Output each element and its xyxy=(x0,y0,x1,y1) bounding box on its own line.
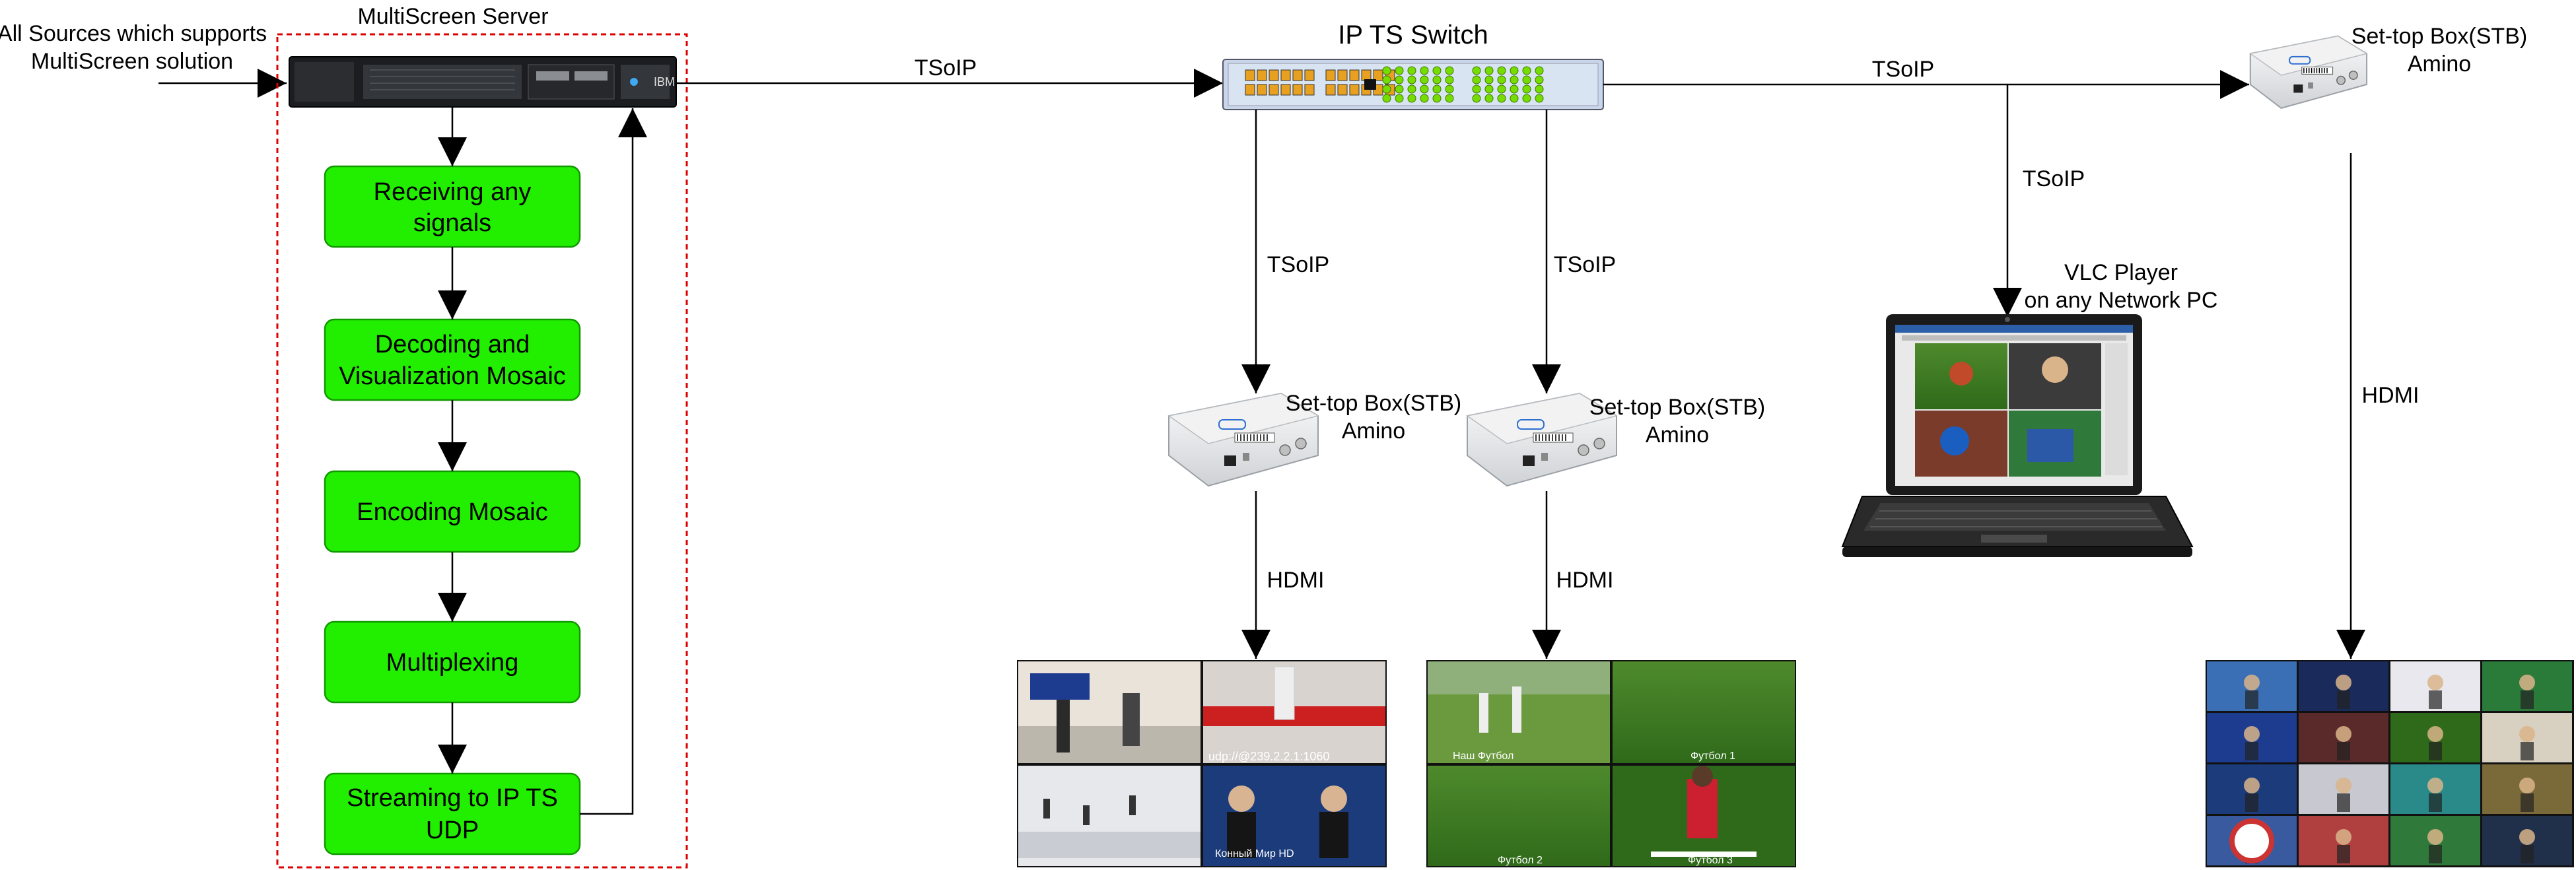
tv1-stream-caption: udp://@239.2.2.1:1060 xyxy=(1208,750,1329,763)
source-label-line1: All Sources which supports xyxy=(0,21,267,46)
stb1-label-line2: Amino xyxy=(1342,418,1405,444)
step-receiving: Receiving any signals xyxy=(324,165,581,248)
pc-label: VLC Player on any Network PC xyxy=(2025,260,2218,313)
stb2-label-line1: Set-top Box(STB) xyxy=(1589,395,1765,420)
step-receiving-line2: signals xyxy=(413,209,491,237)
switch-to-stb-right-label: TSoIP xyxy=(1872,57,1934,82)
step-encoding: Encoding Mosaic xyxy=(324,470,581,553)
set-top-box-2-icon xyxy=(1466,392,1618,487)
vlc-mosaic xyxy=(1915,343,2101,477)
switch-sfp-ports xyxy=(1382,66,1544,103)
step-decoding: Decoding and Visualization Mosaic xyxy=(324,318,581,401)
stb1-label-line1: Set-top Box(STB) xyxy=(1286,391,1461,416)
ip-switch-icon xyxy=(1222,59,1604,110)
step-multiplexing-line1: Multiplexing xyxy=(386,649,519,677)
rack-server-icon: IBM xyxy=(289,56,677,108)
stb-right-label-line1: Set-top Box(STB) xyxy=(2351,24,2527,49)
set-top-box-1-icon xyxy=(1167,392,1319,487)
tv2-mosaic-screen: Наш Футбол Футбол 1 Футбол 2 Футбол 3 xyxy=(1426,660,1796,867)
server-boundary xyxy=(276,33,688,869)
stb2-label: Set-top Box(STB) Amino xyxy=(1589,395,1765,448)
tv2-tile-label-1: Наш Футбол xyxy=(1453,751,1514,762)
stb-right-to-tv3-label: HDMI xyxy=(2362,383,2419,408)
step-streaming-line1: Streaming to IP TS xyxy=(347,784,558,812)
step-streaming-line2: UDP xyxy=(426,817,479,844)
switch-to-stb2-label: TSoIP xyxy=(1554,252,1616,277)
stb1-to-tv1-label: HDMI xyxy=(1267,568,1325,593)
process-steps: Receiving any signals Decoding and Visua… xyxy=(324,165,581,855)
tv1-mosaic-screen: udp://@239.2.2.1:1060 Конный Мир HD xyxy=(1017,660,1387,867)
step-encoding-line1: Encoding Mosaic xyxy=(357,498,547,526)
tv2-tile-label-4: Футбол 3 xyxy=(1688,855,1733,866)
pc-label-line2: on any Network PC xyxy=(2025,288,2218,313)
laptop-icon xyxy=(1841,314,2194,557)
step-decoding-line1: Decoding and xyxy=(375,331,530,358)
step-receiving-line1: Receiving any xyxy=(374,178,532,206)
switch-title: IP TS Switch xyxy=(1338,20,1488,50)
tv3-mosaic-screen xyxy=(2206,660,2574,867)
step-streaming: Streaming to IP TS UDP xyxy=(324,772,581,855)
tv1-tile-label: Конный Мир HD xyxy=(1215,848,1294,859)
stb2-to-tv2-label: HDMI xyxy=(1556,568,1614,593)
stb2-label-line2: Amino xyxy=(1646,422,1709,448)
stb1-label: Set-top Box(STB) Amino xyxy=(1286,391,1461,444)
stb-right-label-line2: Amino xyxy=(2408,51,2471,77)
step-decoding-line2: Visualization Mosaic xyxy=(339,362,566,390)
switch-to-stb1-label: TSoIP xyxy=(1267,252,1329,277)
tv2-tile-label-2: Футбол 1 xyxy=(1690,751,1735,762)
server-title: MultiScreen Server xyxy=(357,4,548,29)
set-top-box-right-icon xyxy=(2248,35,2368,109)
stb-right-label: Set-top Box(STB) Amino xyxy=(2351,24,2527,77)
source-label: All Sources which supports MultiScreen s… xyxy=(0,21,267,74)
switch-to-pc-label: TSoIP xyxy=(2023,166,2085,191)
step-multiplexing: Multiplexing xyxy=(324,620,581,704)
process-flow-arrows xyxy=(438,107,647,815)
tv2-tile-label-3: Футбол 2 xyxy=(1498,855,1543,866)
svg-text:IBM: IBM xyxy=(654,75,675,88)
source-label-line2: MultiScreen solution xyxy=(31,49,233,74)
server-to-switch-label: TSoIP xyxy=(915,55,977,81)
pc-label-line1: VLC Player xyxy=(2064,260,2178,285)
